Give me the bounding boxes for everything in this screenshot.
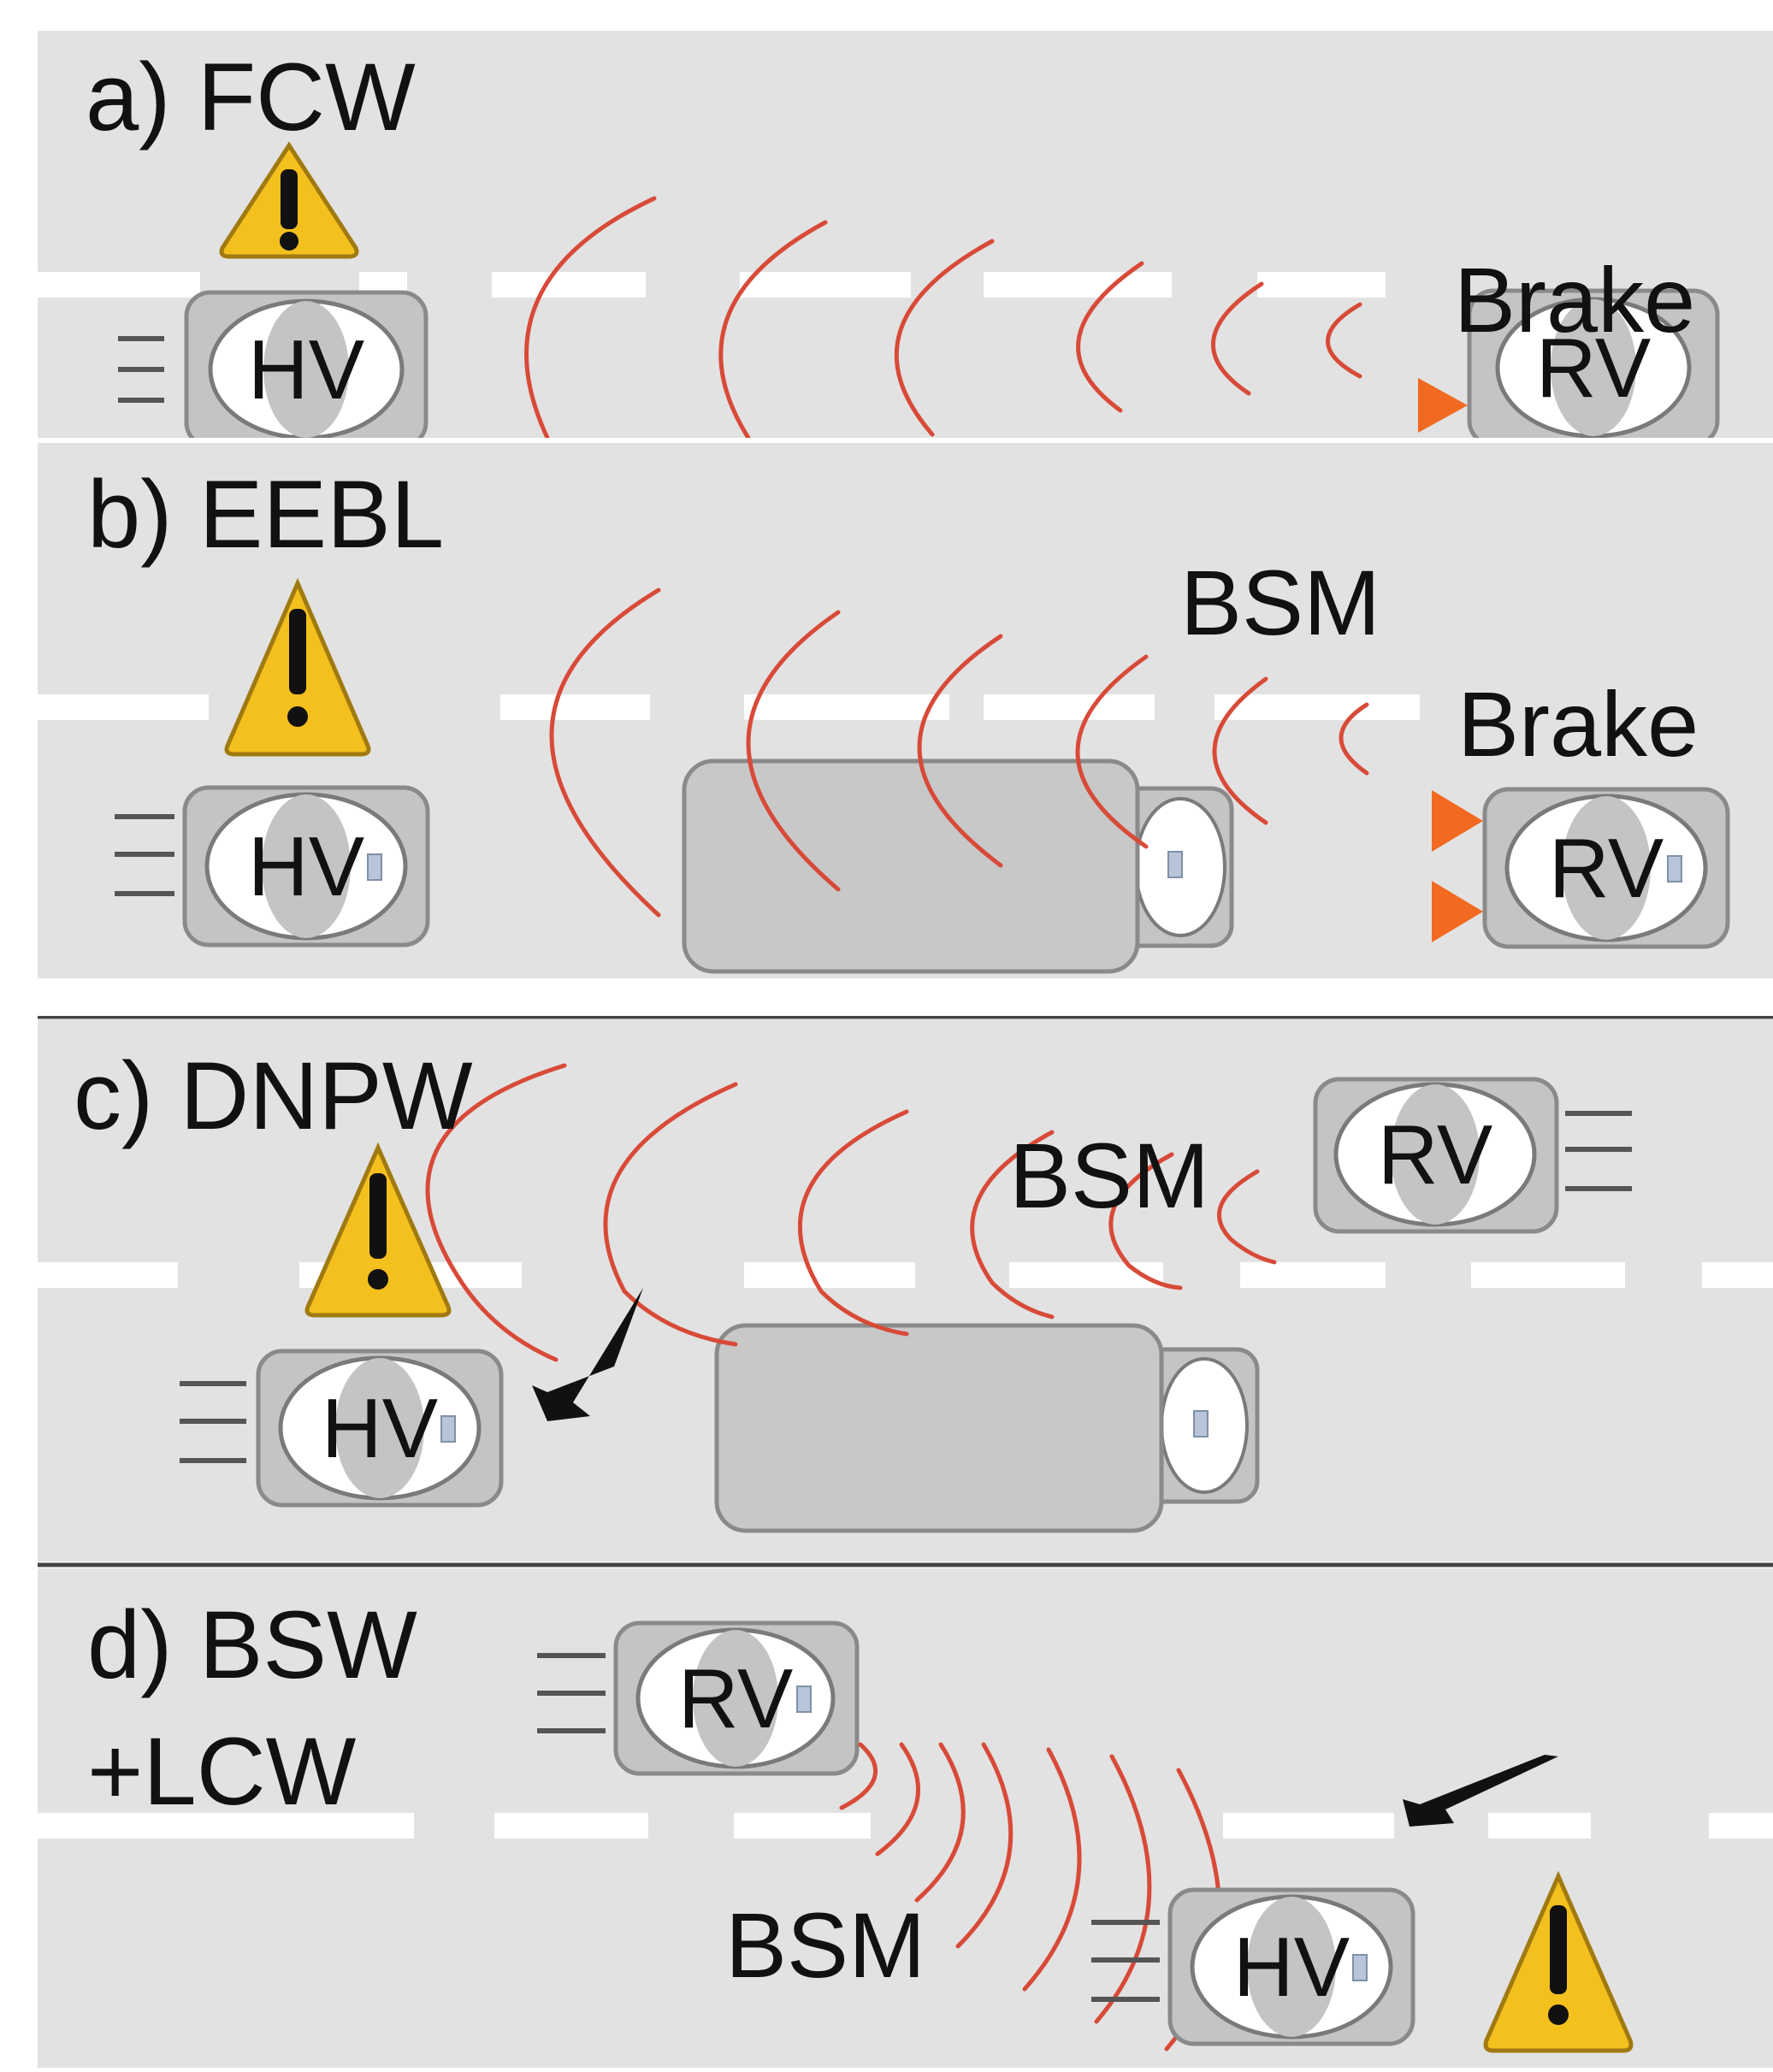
signal-wave-icon (970, 1130, 1055, 1319)
panel-b-host-label: HV (248, 819, 364, 913)
panel-c-bsm-label: BSM (1009, 1124, 1209, 1227)
panel-d-host-vehicle: HV (1091, 1887, 1415, 2046)
signal-wave-icon (1216, 1169, 1277, 1265)
panel-d-lane-markings (38, 1813, 1773, 1839)
panel-c: HV RV c) DNPW BSM (38, 1019, 1773, 1561)
signal-wave-icon (1212, 676, 1268, 825)
panel-b-truck (682, 759, 1234, 974)
panel-a-remote-label: RV (1536, 321, 1651, 415)
speed-lines-icon (1091, 1920, 1160, 2002)
panel-a-title: a) FCW (86, 44, 416, 151)
panel-a-brake-markers (1418, 378, 1468, 433)
speed-lines-icon (115, 814, 174, 896)
panel-a-host-label: HV (248, 322, 364, 416)
panel-c-remote-label: RV (1378, 1107, 1492, 1201)
brake-marker-icon (1432, 881, 1483, 942)
panel-b-lane-markings (38, 694, 1420, 720)
panel-a-host-vehicle: HV (118, 290, 428, 438)
brake-marker-icon (1418, 378, 1468, 433)
panel-b-remote-label: RV (1549, 821, 1664, 915)
signal-wave-icon (603, 1082, 738, 1347)
signal-wave-icon (875, 1742, 921, 1857)
panel-c-remote-vehicle: RV (1313, 1077, 1632, 1234)
panel-b: HV RV b) EEBL BSM Brake (38, 443, 1773, 978)
speed-lines-icon (118, 336, 164, 403)
panel-c-signal-waves (425, 1063, 1277, 1362)
panel-b-warning-icon (224, 577, 371, 757)
signal-wave-icon (718, 220, 828, 438)
truck-trailer (682, 759, 1140, 974)
signal-wave-icon (746, 610, 841, 892)
signal-wave-icon (914, 1742, 966, 1903)
panel-d-warning-icon (1483, 1870, 1634, 2053)
brake-marker-icon (1432, 790, 1483, 852)
signal-wave-icon (1108, 1152, 1183, 1290)
frame-left (0, 0, 38, 2068)
direction-arrow-icon (532, 1288, 643, 1421)
signal-wave-icon (839, 1742, 878, 1810)
panel-d-host-label: HV (1233, 1920, 1350, 2014)
panel-a: HV RV a) FCW Brake (38, 31, 1773, 438)
signal-wave-icon (524, 196, 657, 438)
panel-c-warning-icon (304, 1142, 452, 1318)
frame-top (0, 0, 1773, 31)
panel-b-remote-vehicle: RV (1482, 787, 1730, 949)
signal-wave-icon (955, 1742, 1014, 1949)
signal-wave-icon (549, 587, 661, 918)
signal-wave-icon (1076, 261, 1144, 413)
direction-arrow-icon (1403, 1755, 1558, 1827)
panel-c-host-vehicle: HV (180, 1349, 504, 1508)
panel-c-lane-markings (38, 1262, 1773, 1288)
panel-d-title-line1: d) BSW (87, 1591, 417, 1698)
signal-wave-icon (894, 239, 995, 437)
signal-wave-icon (1075, 654, 1149, 849)
panel-a-warning-icon (219, 141, 359, 259)
signal-wave-icon (1339, 702, 1369, 776)
signal-wave-icon (798, 1109, 909, 1337)
signal-wave-icon (1094, 1754, 1152, 2024)
panel-d-bsm-label: BSM (725, 1893, 925, 1997)
panel-b-host-vehicle: HV (115, 785, 430, 947)
signal-wave-icon (425, 1063, 567, 1362)
speed-lines-icon (1565, 1111, 1632, 1191)
panel-d-remote-label: RV (678, 1651, 793, 1745)
panel-c-host-label: HV (322, 1381, 438, 1475)
panel-a-signal-waves (524, 196, 1362, 438)
truck-trailer (714, 1323, 1164, 1533)
signal-wave-icon (917, 634, 1003, 868)
panel-a-remote-vehicle: RV (1467, 288, 1720, 438)
panel-d: RV HV (38, 1568, 1773, 2068)
panel-d-arrow (1403, 1755, 1558, 1827)
panel-a-brake-label: Brake (1454, 248, 1695, 351)
panel-c-arrow (532, 1288, 643, 1421)
panel-a-content: HV RV (38, 141, 1720, 438)
panel-b-signal-waves (549, 587, 1369, 918)
panel-d-remote-vehicle: RV (537, 1620, 860, 1776)
signal-wave-icon (1022, 1747, 1082, 1992)
panel-a-lane-markings (38, 272, 1386, 298)
speed-lines-icon (537, 1653, 606, 1733)
panel-b-title: b) EEBL (87, 461, 444, 568)
panel-b-brake-markers (1432, 790, 1483, 942)
panel-c-title: c) DNPW (74, 1042, 473, 1149)
panel-b-bsm-label: BSM (1180, 551, 1380, 654)
panel-b-brake-label: Brake (1457, 672, 1699, 776)
signal-wave-icon (1326, 302, 1362, 379)
speed-lines-icon (180, 1381, 246, 1463)
signal-wave-icon (1210, 281, 1264, 396)
panel-d-title-line2: +LCW (87, 1718, 357, 1825)
panel-gap (38, 978, 1773, 1016)
panel-c-truck (714, 1323, 1260, 1533)
